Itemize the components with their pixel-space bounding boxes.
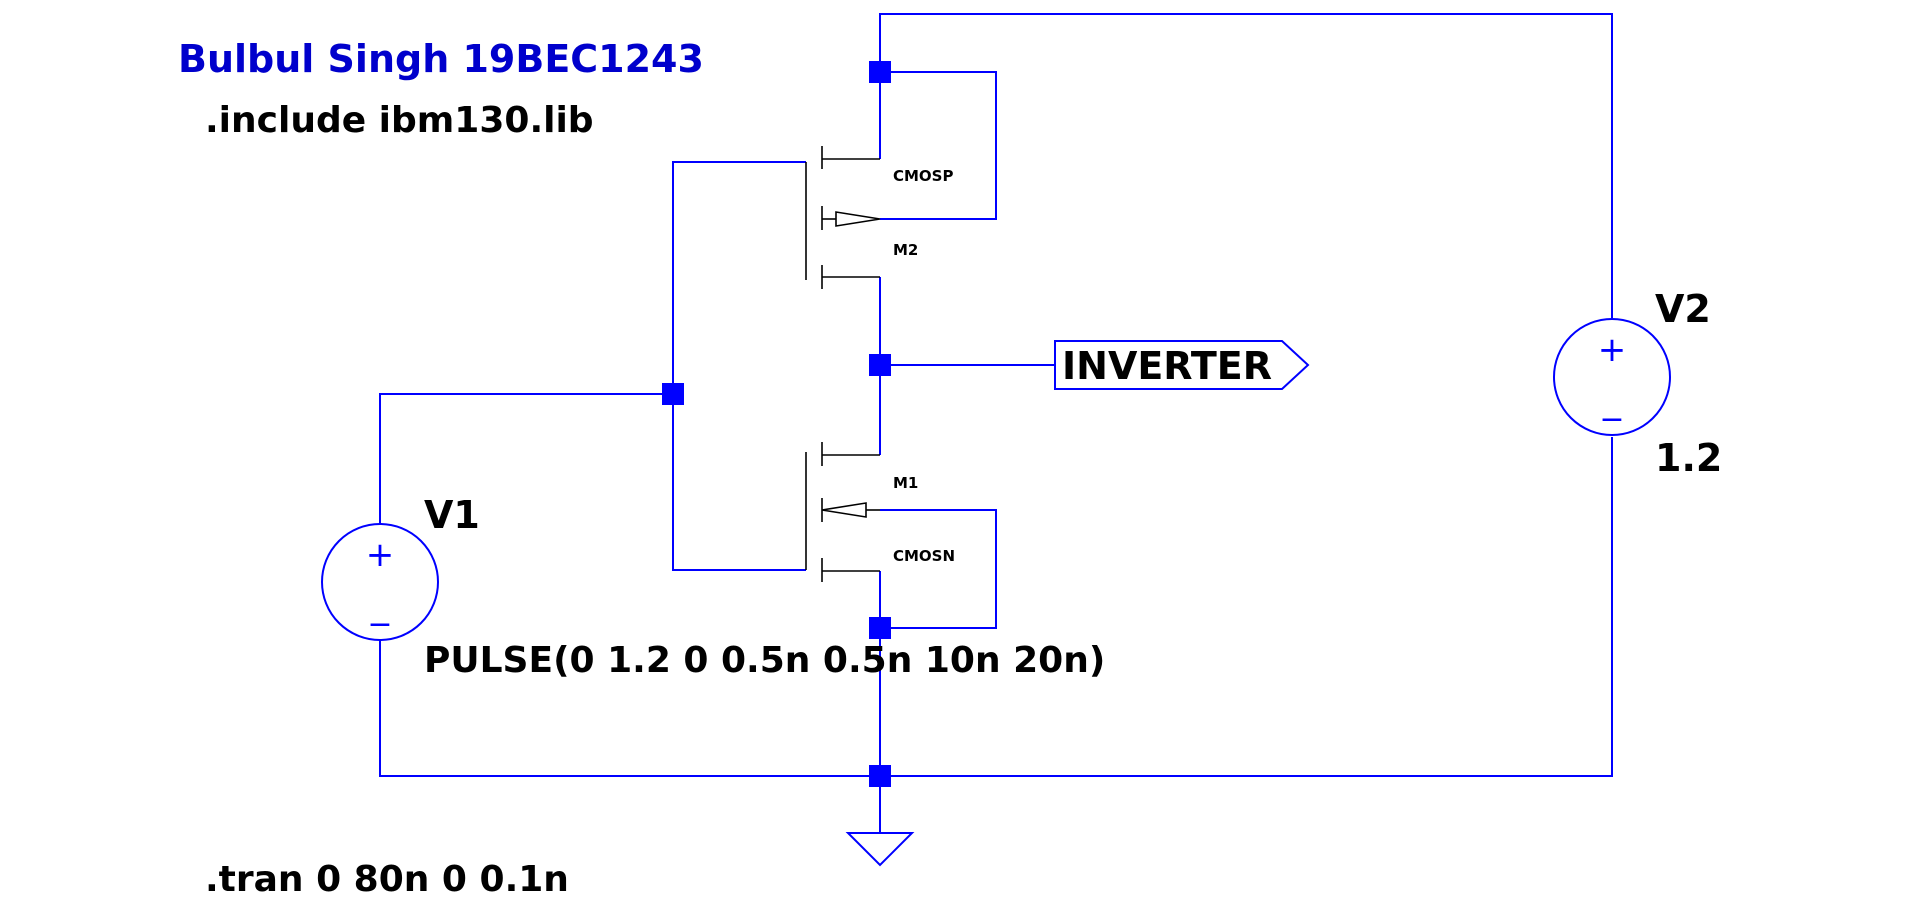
v1-name-label[interactable]: V1: [424, 493, 480, 537]
author-title: Bulbul Singh 19BEC1243: [178, 37, 704, 81]
minus-icon: −: [367, 607, 392, 642]
v2-name-label[interactable]: V2: [1655, 287, 1711, 331]
nmos-model-label[interactable]: CMOSN: [893, 547, 955, 565]
include-directive[interactable]: .include ibm130.lib: [205, 100, 594, 141]
junction-dot: [869, 354, 891, 376]
nmos-name-label[interactable]: M1: [893, 474, 918, 492]
nmos-transistor[interactable]: [805, 442, 880, 582]
wire-v1-minus[interactable]: [379, 437, 1613, 777]
pmos-model-label[interactable]: CMOSP: [893, 167, 953, 185]
plus-icon: +: [366, 535, 395, 575]
wire-v1-plus[interactable]: [379, 393, 673, 523]
junctions: [662, 61, 891, 787]
tran-directive[interactable]: .tran 0 80n 0 0.1n: [205, 859, 569, 900]
net-label-inverter[interactable]: INVERTER: [1054, 340, 1310, 390]
junction-dot: [869, 617, 891, 639]
wire-gates[interactable]: [672, 161, 806, 571]
ground-icon[interactable]: [845, 832, 915, 867]
junction-dot: [662, 383, 684, 405]
wires: [379, 13, 1613, 833]
v1-value-label[interactable]: PULSE(0 1.2 0 0.5n 0.5n 10n 20n): [424, 640, 1105, 681]
pmos-name-label[interactable]: M2: [893, 241, 918, 259]
voltage-source-v1[interactable]: + −: [321, 523, 439, 642]
v2-value-label[interactable]: 1.2: [1655, 436, 1722, 480]
wire-vdd-top[interactable]: [879, 13, 1613, 318]
junction-dot: [869, 765, 891, 787]
wire-vdd-body-loop[interactable]: [880, 71, 997, 220]
plus-icon: +: [1598, 330, 1627, 370]
pmos-transistor[interactable]: [805, 146, 881, 289]
wire-nmos-body-loop[interactable]: [880, 509, 997, 629]
voltage-source-v2[interactable]: + −: [1553, 318, 1671, 437]
net-label-text: INVERTER: [1062, 344, 1272, 388]
minus-icon: −: [1599, 402, 1624, 437]
junction-dot: [869, 61, 891, 83]
